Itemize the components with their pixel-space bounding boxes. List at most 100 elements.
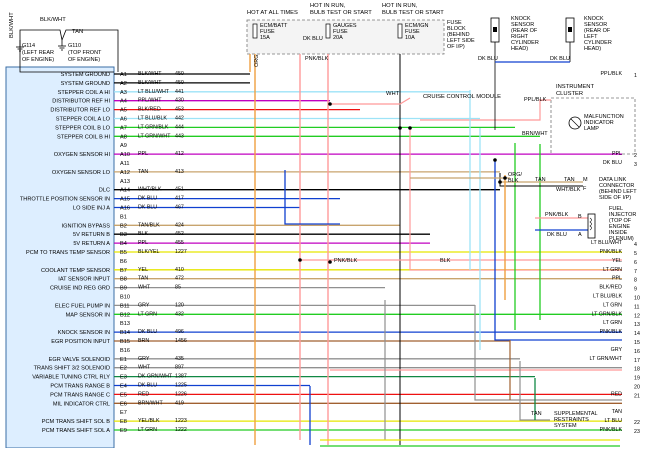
pcm-function-label: PCM TO TRANS TEMP SENSOR	[26, 250, 110, 256]
pcm-pin: B2	[120, 223, 127, 229]
pcm-wire-color: LT GRN	[138, 311, 157, 317]
pcm-pin: A12	[120, 170, 130, 176]
fuse-label: GAUGES	[333, 23, 357, 29]
ground-icon	[58, 40, 66, 51]
right-wire-label: DK BLU	[603, 160, 622, 166]
hot-label: BULB TEST OR START	[310, 10, 372, 16]
right-wire-label: LT GRN	[603, 267, 622, 273]
pcm-pin: A6	[120, 117, 127, 123]
right-number: 22	[634, 420, 640, 426]
wire-segment	[284, 170, 340, 225]
injector-label: INJECTOR	[609, 212, 636, 218]
ground-note-line: (LEFT REAR	[22, 50, 54, 56]
pcm-function-label: ELEC FUEL PUMP IN	[55, 303, 110, 309]
pcm-pin: E7	[120, 410, 127, 416]
pcm-circuit-number: 419	[175, 400, 184, 406]
right-number: 9	[634, 287, 637, 293]
right-number: 10	[634, 296, 640, 302]
fuse-icon	[252, 23, 258, 39]
pcm-pin: B7	[120, 268, 127, 274]
pcm-wire-color: TAN	[138, 276, 148, 282]
pcm-circuit-number: 424	[175, 222, 184, 228]
right-number: 13	[634, 322, 640, 328]
org-label: ORG	[254, 54, 260, 67]
mil-label: INDICATOR	[584, 120, 614, 126]
pcm-pin: A11	[120, 161, 130, 167]
knock-sensor-icon	[490, 17, 500, 43]
knock-sensor-label: CYLINDER	[584, 40, 612, 46]
pnk-blk-label: PNK/BLK	[334, 258, 358, 264]
pcm-wire-color: GRY	[138, 356, 150, 362]
pcm-function-label: KNOCK SENSOR IN	[58, 330, 110, 336]
pcm-pin: E4	[120, 384, 127, 390]
pcm-function-label: 5V RETURN B	[73, 232, 110, 238]
injector-label: INSIDE	[609, 230, 628, 236]
fuse-block-label: FUSE	[447, 20, 462, 26]
pcm-pin: A5	[120, 108, 127, 114]
right-number: 18	[634, 367, 640, 373]
right-wire-label: PPL	[612, 276, 622, 282]
pcm-pin: A15	[120, 197, 130, 203]
ground-id: G114	[22, 43, 35, 49]
right-number: 7	[634, 269, 637, 275]
pcm-function-label: IAT SENSOR INPUT	[58, 277, 110, 283]
supplemental-label: RESTRAINTS	[554, 417, 589, 423]
splice-dot	[493, 158, 497, 162]
pcm-circuit-number: 897	[175, 365, 184, 371]
pcm-function-label: PCM TRANS RANGE C	[50, 392, 110, 398]
ground-wire-label: BLK/WHT	[40, 17, 66, 23]
right-wire-label: LT GRN/WHT	[590, 356, 623, 362]
pcm-pin: A3	[120, 90, 127, 96]
pcm-pin: A10	[120, 152, 130, 158]
pcm-pin: B14	[120, 330, 130, 336]
pcm-function-label: MIL INDICATOR CTRL	[53, 401, 110, 407]
dlc-wire-label: WHT/BLK	[556, 187, 581, 193]
pcm-circuit-number: 85	[175, 285, 181, 291]
pcm-pin: A14	[120, 188, 130, 194]
pcm-wire-color: RED	[138, 391, 149, 397]
pcm-function-label: DISTRIBUTOR REF HI	[52, 99, 110, 105]
right-wire-label: LT BLU	[605, 418, 623, 424]
pcm-circuit-number: 1456	[175, 338, 187, 344]
wire-segment	[519, 361, 550, 421]
dlc-label: (BEHIND LEFT	[599, 189, 637, 195]
pcm-pin: B3	[120, 232, 127, 238]
ground-wire	[19, 29, 63, 41]
pcm-function-label: THROTTLE POSITION SENSOR IN	[20, 197, 110, 203]
pcm-circuit-number: 450	[175, 80, 184, 86]
pcm-circuit-number: 410	[175, 267, 184, 273]
right-number: 20	[634, 385, 640, 391]
wire-segment	[330, 97, 411, 105]
ground-wire	[19, 40, 114, 73]
pcm-function-label: SYSTEM GROUND	[61, 81, 110, 87]
right-wire-label: PNK/BLK	[600, 249, 623, 255]
cruise-wire-label: WHT	[386, 91, 400, 97]
dlc-pin: F	[583, 186, 587, 192]
pcm-function-label: STEPPER COIL B HI	[57, 134, 110, 140]
splice-dot	[503, 176, 507, 180]
pcm-pin: B9	[120, 286, 127, 292]
pcm-function-label: OXYGEN SENSOR LO	[52, 170, 111, 176]
ground-wire-label-2: TAN	[72, 29, 83, 35]
pcm-circuit-number: 472	[175, 276, 184, 282]
pcm-function-label: TRANS SHIFT 3/2 SOLENOID	[34, 366, 110, 372]
pcm-function-label: PCM TRANS SHIFT SOL A	[42, 428, 110, 434]
pcm-wire-color: LT GRN	[138, 427, 157, 433]
instrument-cluster-label: INSTRUMENT	[556, 84, 594, 90]
right-number: 15	[634, 340, 640, 346]
knock-sensor-label: SENSOR	[511, 22, 534, 28]
fuse-block-outline	[246, 19, 445, 55]
right-number: 3	[634, 162, 637, 168]
right-wire-label: RED	[611, 391, 622, 397]
fuse-label: 15A	[260, 35, 270, 41]
pcm-wire-color: DK BLU	[138, 196, 157, 202]
right-wire-label: LT GRN	[603, 320, 622, 326]
ground-note-line: OF ENGINE)	[68, 57, 100, 63]
right-number: 5	[634, 251, 637, 257]
pcm-pin: E8	[120, 419, 127, 425]
pcm-circuit-number: 443	[175, 133, 184, 139]
right-number: 14	[634, 331, 640, 337]
pcm-pin: B15	[120, 339, 130, 345]
pcm-circuit-number: 450	[175, 71, 184, 77]
splice-dot	[398, 126, 402, 130]
